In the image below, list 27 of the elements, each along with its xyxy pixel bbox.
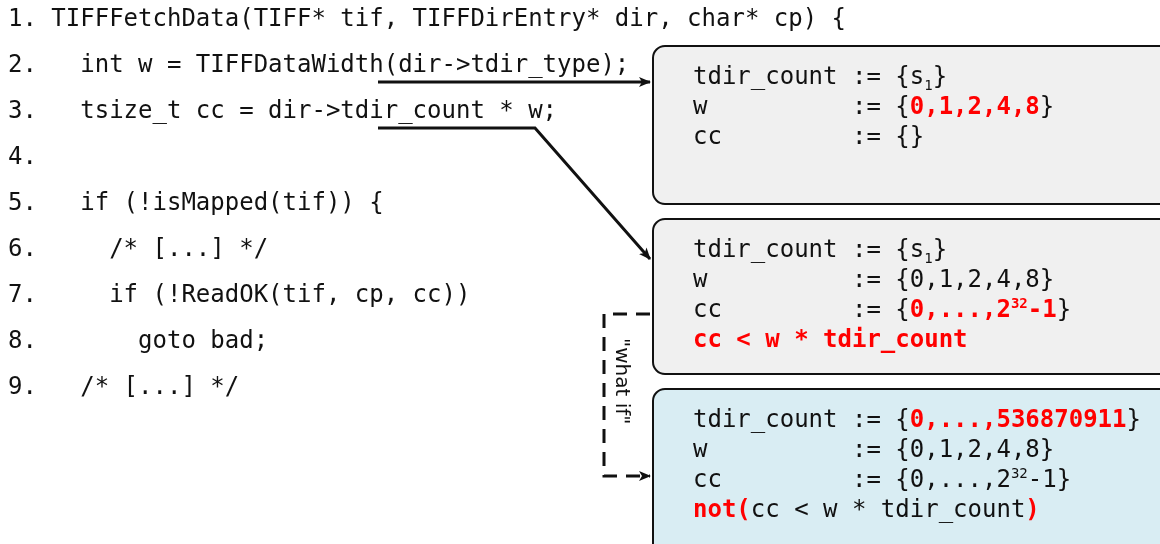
state-line: not(cc < w * tdir_count): [693, 494, 1040, 524]
state-line: w := {0,1,2,4,8}: [693, 264, 1055, 294]
code-line: 5. if (!isMapped(tif)) {: [8, 184, 384, 220]
arrow: [378, 77, 651, 87]
state-line: cc := {0,...,2$^{32}$-1}: [693, 464, 1072, 494]
state-line: cc < w * tdir_count: [693, 324, 968, 354]
state-box: [652, 388, 1160, 544]
code-line: 1. TIFFFetchData(TIFF* tif, TIFFDirEntry* dir, char* cp) {: [8, 0, 847, 36]
arrow: [378, 126, 652, 260]
code-line: 2. int w = TIFFDataWidth(dir->tdir_type);: [8, 46, 630, 82]
state-box: [652, 218, 1160, 375]
dashed-arrow: [602, 312, 651, 481]
code-line: 7. if (!ReadOK(tif, cp, cc)): [8, 276, 471, 312]
state-line: tdir_count := {s$_{1}$}: [693, 234, 948, 264]
code-line: 4.: [8, 138, 37, 174]
state-line: w := {0,1,2,4,8}: [693, 91, 1055, 121]
edge-label: "what if": [612, 338, 634, 425]
state-line: cc := {}: [693, 121, 925, 151]
state-line: tdir_count := {s$_{1}$}: [693, 61, 948, 91]
state-line: w := {0,1,2,4,8}: [693, 434, 1055, 464]
state-box: [652, 45, 1160, 205]
state-line: cc := {0,...,2$^{32}$-1}: [693, 294, 1072, 324]
code-line: 6. /* [...] */: [8, 230, 269, 266]
code-line: 9. /* [...] */: [8, 368, 240, 404]
state-line: tdir_count := {0,...,536870911}: [693, 404, 1141, 434]
code-line: 8. goto bad;: [8, 322, 269, 358]
code-line: 3. tsize_t cc = dir->tdir_count * w;: [8, 92, 558, 128]
